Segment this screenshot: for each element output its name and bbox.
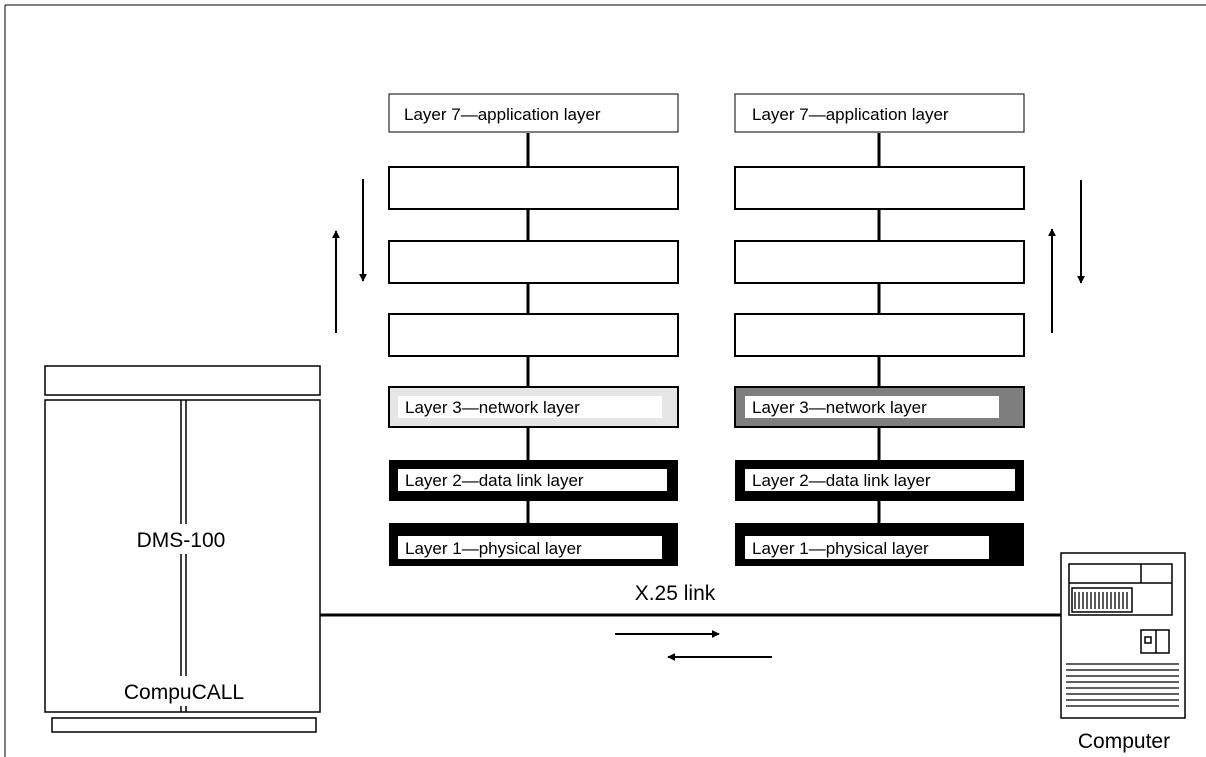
right-layer1-label-bg — [745, 536, 989, 559]
right-layer2-label-bg — [745, 469, 1015, 491]
left-layer1-label: Layer 1—physical layer — [405, 539, 582, 558]
left-layer3-label-bg — [398, 396, 662, 418]
right-layer7-label: Layer 7—application layer — [752, 105, 949, 124]
right-layer6-box — [734, 166, 1025, 210]
switch-body — [44, 399, 321, 713]
left-layer6-box — [388, 166, 679, 210]
computer-drive-stripes — [1074, 592, 1128, 609]
left-layer7-label: Layer 7—application layer — [404, 105, 601, 124]
switch-name-bg — [112, 524, 247, 554]
switch-app-label: CompuCALL — [124, 681, 244, 704]
dms100-switch — [44, 365, 321, 733]
right-layer4-box — [734, 313, 1025, 357]
switch-name-label: DMS-100 — [137, 529, 226, 552]
left-layer2-label-bg — [398, 469, 667, 491]
right-layer3-label-bg — [745, 396, 999, 418]
switch-base-plate — [51, 717, 317, 733]
left-osi-stack: Layer 7—application layer Layer 3—networ… — [332, 93, 679, 566]
switch-app-bg — [108, 676, 258, 706]
computer-vent-lines — [1066, 663, 1179, 707]
x25-link-label: X.25 link — [635, 582, 716, 605]
computer-power-button-icon — [1144, 636, 1152, 644]
computer-button-panel — [1140, 629, 1170, 654]
right-layer7-box — [734, 93, 1025, 133]
left-layer1-label-bg — [398, 536, 662, 559]
switch-top-panel — [44, 365, 321, 396]
left-layer7-box — [388, 93, 679, 133]
computer-drive-slot — [1071, 587, 1133, 613]
right-layer2-label: Layer 2—data link layer — [752, 471, 931, 490]
figure-frame — [4, 4, 1206, 757]
left-layer2-label: Layer 2—data link layer — [405, 471, 584, 490]
computer-label: Computer — [1078, 730, 1170, 753]
left-layer5-box — [388, 240, 679, 284]
right-layer5-box — [734, 240, 1025, 284]
right-osi-stack: Layer 7—application layer Layer 3—networ… — [734, 93, 1085, 566]
left-layer4-box — [388, 313, 679, 357]
computer — [1060, 552, 1186, 719]
right-layer3-label: Layer 3—network layer — [752, 398, 927, 417]
right-layer1-label: Layer 1—physical layer — [752, 539, 929, 558]
left-layer3-label: Layer 3—network layer — [405, 398, 580, 417]
